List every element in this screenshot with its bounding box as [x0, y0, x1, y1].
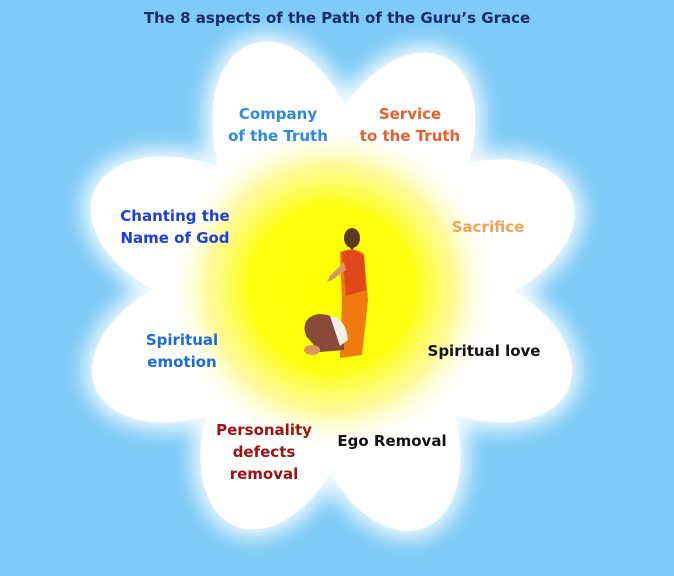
label-service-to-the-truth: Service to the Truth — [359, 105, 461, 145]
label-spiritual-love: Spiritual love — [427, 342, 541, 360]
diagram-title: The 8 aspects of the Path of the Guru’s … — [143, 9, 531, 27]
label-personality-defects-removal: Personality defects removal — [216, 421, 312, 483]
label-company-of-the-truth: Company of the Truth — [228, 105, 328, 145]
label-ego-removal: Ego Removal — [337, 432, 447, 450]
flower-center — [167, 123, 497, 453]
disciple-figure — [304, 314, 348, 355]
label-spiritual-emotion: Spiritual emotion — [145, 331, 219, 371]
label-sacrifice: Sacrifice — [451, 218, 525, 236]
guru-figure — [327, 228, 368, 358]
label-chanting-the-name-of-god: Chanting the Name of God — [120, 207, 230, 247]
